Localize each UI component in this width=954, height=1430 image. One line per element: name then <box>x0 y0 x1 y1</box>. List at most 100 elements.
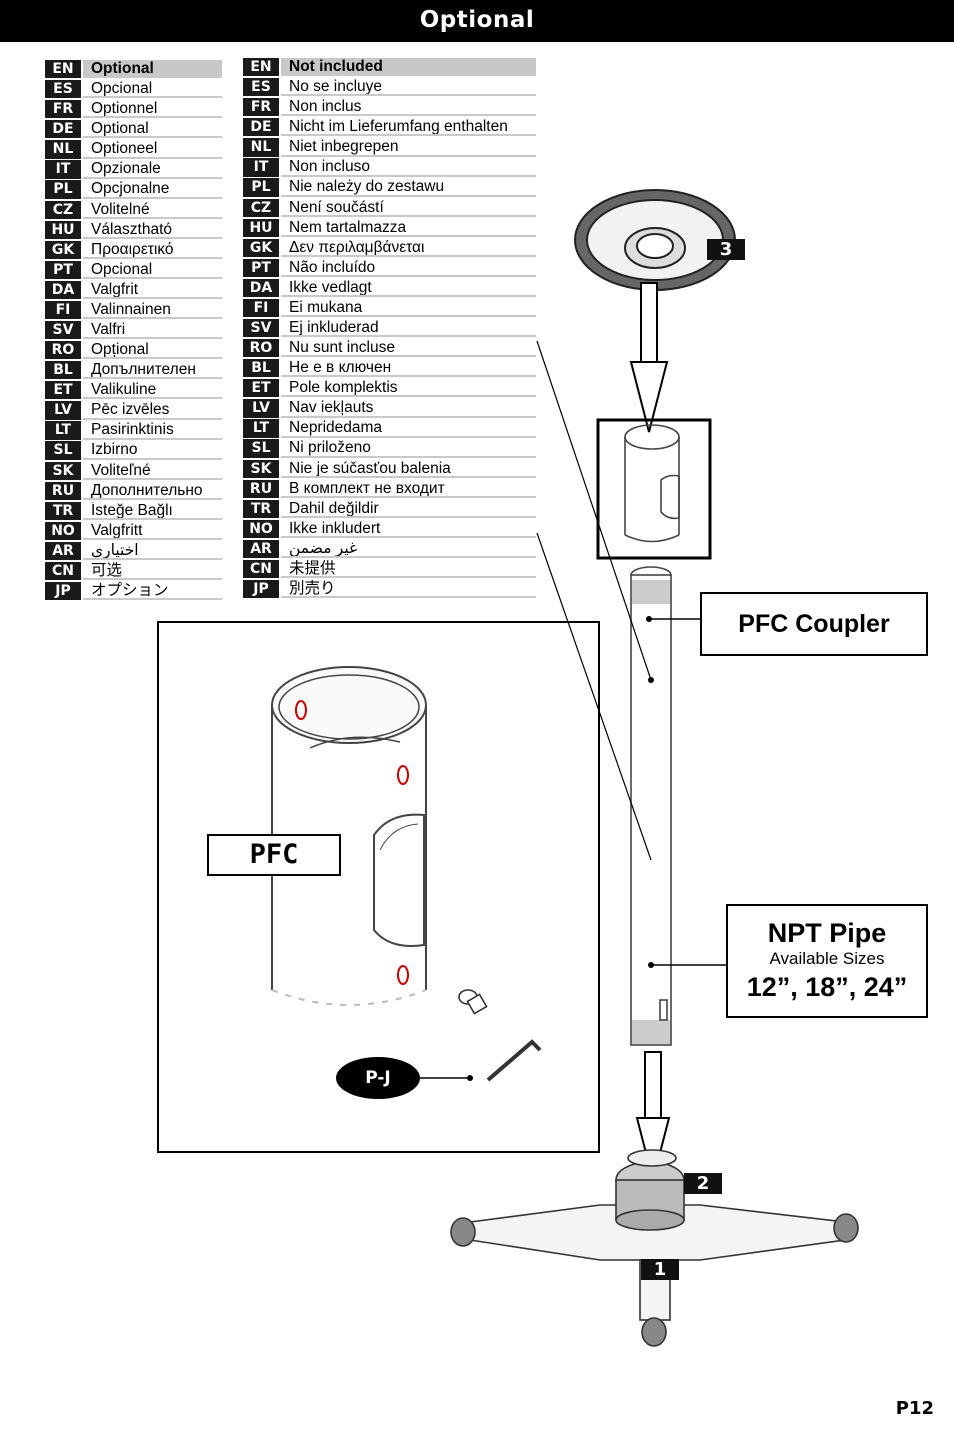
table-leader-top <box>536 340 652 681</box>
language-code: DE <box>45 120 83 139</box>
translation-text: Не е в ключен <box>281 359 536 378</box>
translation-text: Dahil değildir <box>281 499 536 518</box>
npt-pipe-label: NPT Pipe Available Sizes 12”, 18”, 24” <box>726 904 928 1018</box>
arrow-down-top <box>629 282 669 433</box>
page-number: P12 <box>895 1398 934 1419</box>
npt-pipe-title: NPT Pipe <box>767 918 887 948</box>
translation-text: Optional <box>83 120 222 139</box>
language-code: SV <box>243 319 281 338</box>
language-code: FI <box>243 298 281 318</box>
translation-text: Opcjonalne <box>83 180 222 199</box>
translation-text: اختياري <box>83 541 222 561</box>
part-tag-1: 1 <box>641 1259 679 1280</box>
translation-text: İsteğe Bağlı <box>83 501 222 520</box>
translation-text: No se incluye <box>281 78 536 97</box>
language-code: AR <box>45 541 83 561</box>
language-code: ES <box>243 78 281 97</box>
language-code: ET <box>45 381 83 400</box>
allen-key-illustration <box>486 1039 542 1082</box>
translation-text: Valinnainen <box>83 300 222 320</box>
translation-text: Není součástí <box>281 198 536 217</box>
translation-text: Não incluído <box>281 258 536 277</box>
translation-text: Nem tartalmazza <box>281 218 536 237</box>
language-code: HU <box>45 220 83 239</box>
language-code: RO <box>45 341 83 360</box>
language-code: IT <box>45 160 83 179</box>
language-code: EN <box>45 60 83 79</box>
translation-text: Opțional <box>83 341 222 360</box>
language-code: SK <box>243 459 281 478</box>
language-code: LT <box>243 419 281 438</box>
language-code: JP <box>45 582 83 601</box>
language-code: LV <box>243 399 281 418</box>
language-code: GK <box>45 240 83 259</box>
language-code: PL <box>243 178 281 197</box>
language-code: RU <box>45 481 83 500</box>
translation-text: Not included <box>281 58 536 77</box>
language-code: FI <box>45 300 83 320</box>
npt-available-sizes: Available Sizes <box>769 949 885 968</box>
language-code: EN <box>243 58 281 77</box>
translation-text: Non incluso <box>281 158 536 177</box>
page-header: Optional <box>0 0 954 42</box>
language-code: SV <box>45 321 83 340</box>
projector-mount-illustration <box>450 1149 859 1347</box>
translation-text: غير مضمن <box>281 539 536 559</box>
language-code: PL <box>45 180 83 199</box>
translation-text: Non inclus <box>281 98 536 117</box>
language-code: DA <box>243 278 281 298</box>
translation-text: Ni priloženo <box>281 439 536 458</box>
translation-text: Nie je súčasťou balenia <box>281 459 536 478</box>
language-code: SK <box>45 461 83 480</box>
pfc-coupler-text: PFC Coupler <box>738 610 890 638</box>
translation-text: Optioneel <box>83 140 222 159</box>
table-leader-bottom <box>536 532 652 861</box>
language-code: PT <box>243 258 281 277</box>
language-code: PT <box>45 260 83 279</box>
translation-text: Допълнителен <box>83 361 222 380</box>
language-code: DA <box>45 280 83 300</box>
language-code: ES <box>45 80 83 99</box>
translation-text: Nepridedama <box>281 419 536 438</box>
translation-text: Nu sunt incluse <box>281 339 536 358</box>
npt-sizes: 12”, 18”, 24” <box>746 972 908 1002</box>
coupler-illustration <box>624 424 680 543</box>
translation-text: Valgfrit <box>83 280 222 300</box>
translation-text: Δεν περιλαμβάνεται <box>281 238 536 257</box>
language-code: LV <box>45 401 83 420</box>
language-code: NO <box>243 519 281 538</box>
language-code: CN <box>45 561 83 581</box>
translation-text: オプション <box>83 582 222 601</box>
